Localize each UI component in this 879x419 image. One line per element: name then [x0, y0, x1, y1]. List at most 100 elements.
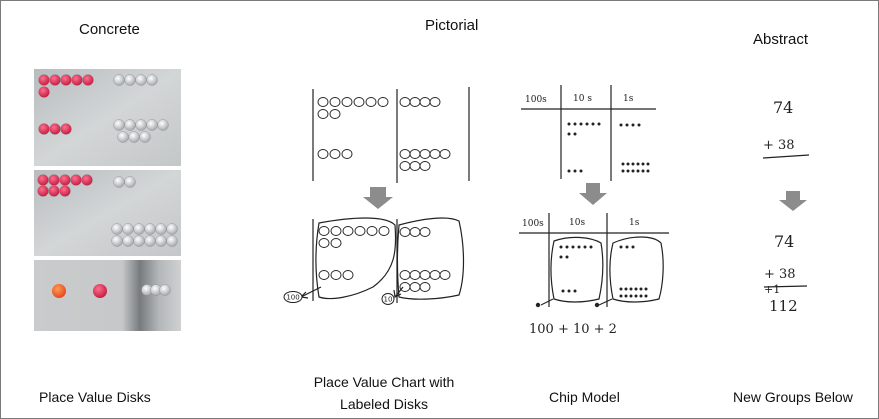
ones-chip: [631, 169, 635, 173]
tens-disk: [144, 235, 156, 247]
hundred-place-disk: [318, 238, 330, 248]
tens-disk: [139, 131, 151, 143]
hundred-place-disk: [318, 226, 330, 236]
ten-place-disk: [409, 149, 421, 159]
ten-place-disk: [419, 97, 431, 107]
hundreds-disk: [59, 174, 71, 186]
new-groups-caption: New Groups Below: [733, 389, 853, 405]
ones-chip: [631, 123, 635, 127]
tens-disk: [166, 235, 178, 247]
hundred-place-disk: [329, 97, 341, 107]
tens-chip: [573, 169, 577, 173]
caption-line-1: Place Value Chart with: [313, 374, 455, 390]
tens-disk: [135, 119, 147, 131]
chip-model-after: 100s 10s 1s 100 + 10 + 2: [519, 213, 669, 337]
ones-chip: [619, 245, 623, 249]
tens-chip: [565, 245, 569, 249]
hundreds-disk: [38, 74, 50, 86]
hundreds-disk: [38, 86, 50, 98]
tens-disk: [146, 74, 158, 86]
hundred-place-disk: [378, 226, 390, 236]
tens-disk: [155, 223, 167, 235]
regroup-arrowhead-10: [393, 289, 402, 298]
ten-place-disk: [409, 227, 421, 237]
ten-place-disk: [429, 97, 441, 107]
abstract-header: Abstract: [753, 31, 809, 48]
tens-disk: [124, 74, 136, 86]
tens-disk: [124, 119, 136, 131]
chip-group-tens: [550, 236, 604, 303]
hundred-place-disk: [354, 226, 366, 236]
chip-sum: 100 + 10 + 2: [529, 322, 617, 337]
tens-chip: [567, 122, 571, 126]
hundreds-disk: [60, 74, 72, 86]
pictorial-header: Pictorial: [425, 17, 479, 34]
ones-chip: [644, 294, 648, 298]
hundred-place-disk: [330, 238, 342, 248]
tens-disk: [144, 223, 156, 235]
hundred-place-disk: [353, 97, 365, 107]
tens-chip: [571, 245, 575, 249]
ones-chip: [619, 287, 623, 291]
tens-chip: [567, 169, 571, 173]
chip-model-caption: Chip Model: [549, 389, 620, 405]
chips-after: [559, 245, 648, 298]
hundreds-disk: [82, 74, 94, 86]
hundred-place-disk: [329, 109, 341, 119]
labeled-disks-before: [317, 97, 451, 171]
place-value-chart-after: [299, 217, 465, 303]
tens-chip: [583, 245, 587, 249]
hundreds-disk: [70, 174, 82, 186]
tens-chip: [567, 132, 571, 136]
regroup-arrow-10: [394, 286, 404, 298]
addend-2: + 38: [763, 138, 795, 153]
ten-place-disk: [439, 270, 451, 280]
ten-place-disk: [409, 97, 421, 107]
ten-place-disk: [419, 282, 431, 292]
hundred-place-disk: [377, 97, 389, 107]
ten-place-disk: [409, 282, 421, 292]
hundreds-disk: [48, 185, 60, 197]
ones-chip: [637, 123, 641, 127]
tens-chip: [559, 255, 563, 259]
addend-1: 74: [773, 98, 793, 117]
ones-chip: [634, 294, 638, 298]
concrete-photos: [34, 69, 181, 331]
ten-place-disk: [399, 282, 411, 292]
tens-disk: [111, 235, 123, 247]
ones-chip: [621, 162, 625, 166]
ten-place-disk: [399, 270, 411, 280]
hundreds-disk: [49, 74, 61, 86]
tens-disk: [122, 235, 134, 247]
tens-disk: [122, 223, 134, 235]
chips-before: [567, 122, 650, 173]
ten-place-disk: [419, 149, 431, 159]
ones-chip: [644, 287, 648, 291]
tens-chip: [567, 289, 571, 293]
ones-chip: [626, 169, 630, 173]
col-100s: 100s: [525, 95, 547, 105]
col-100s-b: 100s: [522, 219, 544, 229]
hundred-place-disk: [342, 270, 354, 280]
ones-chip: [631, 162, 635, 166]
hundred-place-disk: [317, 97, 329, 107]
ten-place-disk: [409, 270, 421, 280]
ones-chip: [636, 162, 640, 166]
ones-chip: [624, 294, 628, 298]
ones-chip: [641, 169, 645, 173]
ten-place-disk: [409, 161, 421, 171]
hundred-disk-label: 100: [286, 294, 299, 302]
ones-chip: [624, 287, 628, 291]
hundred-place-disk: [366, 226, 378, 236]
ones-chip: [629, 294, 633, 298]
ones-chip: [619, 123, 623, 127]
tens-disk: [113, 74, 125, 86]
addend-2-b: + 38: [764, 267, 796, 282]
hundred-place-disk: [317, 149, 329, 159]
hundreds-disk: [49, 123, 61, 135]
tens-chip: [573, 122, 577, 126]
tens-disk: [128, 131, 140, 143]
ones-chip: [631, 245, 635, 249]
group-loop-ones: [396, 217, 465, 300]
